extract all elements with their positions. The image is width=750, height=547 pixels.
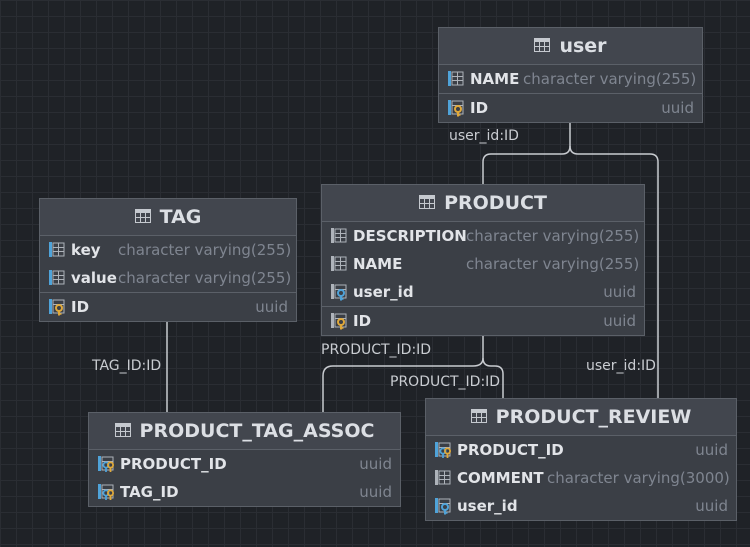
table-icon bbox=[134, 206, 151, 228]
column-type: character varying(255) bbox=[118, 269, 292, 287]
table-icon bbox=[419, 192, 436, 214]
column-row[interactable]: PRODUCT_ID uuid bbox=[89, 450, 400, 478]
table-header[interactable]: PRODUCT bbox=[322, 185, 644, 222]
column-icon bbox=[432, 469, 452, 487]
column-name: ID bbox=[470, 99, 489, 117]
connector-review-product[interactable] bbox=[482, 357, 504, 399]
connector-assoc-product[interactable] bbox=[322, 324, 489, 413]
label-assoc-product: PRODUCT_ID:ID bbox=[321, 342, 432, 358]
column-name: DESCRIPTION bbox=[353, 227, 467, 245]
table-icon bbox=[534, 35, 551, 57]
column-icon bbox=[445, 70, 465, 88]
column-row[interactable]: key character varying(255) bbox=[40, 236, 296, 264]
column-name: COMMENT bbox=[457, 469, 544, 487]
column-type: character varying(255) bbox=[466, 255, 640, 273]
column-type: character varying(3000) bbox=[547, 469, 730, 487]
table-icon bbox=[114, 420, 131, 442]
column-row[interactable]: user_id uuid bbox=[426, 492, 736, 520]
column-type: uuid bbox=[695, 497, 728, 515]
column-row[interactable]: DESCRIPTION character varying(255) bbox=[322, 222, 644, 250]
column-row[interactable]: NAME character varying(255) bbox=[322, 250, 644, 278]
column-name: PRODUCT_ID bbox=[120, 455, 227, 473]
table-title: PRODUCT_TAG_ASSOC bbox=[139, 420, 375, 442]
column-type: character varying(255) bbox=[466, 227, 640, 245]
column-row[interactable]: ID uuid bbox=[40, 292, 296, 321]
primary-foreign-key-icon bbox=[95, 483, 115, 501]
table-product-review[interactable]: PRODUCT_REVIEW PRODUCT_ID uuid COMMENT c… bbox=[425, 398, 737, 521]
foreign-key-icon bbox=[432, 497, 452, 515]
column-name: user_id bbox=[353, 283, 414, 301]
primary-key-icon bbox=[328, 312, 348, 330]
primary-foreign-key-icon bbox=[95, 455, 115, 473]
table-user[interactable]: user NAME character varying(255) ID uuid bbox=[438, 27, 703, 123]
column-type: uuid bbox=[359, 483, 392, 501]
column-row[interactable]: NAME character varying(255) bbox=[439, 65, 702, 93]
column-row[interactable]: ID uuid bbox=[439, 93, 702, 122]
column-name: ID bbox=[71, 298, 90, 316]
table-title: PRODUCT bbox=[444, 192, 547, 214]
column-icon bbox=[46, 241, 66, 259]
column-name: value bbox=[71, 269, 117, 287]
primary-key-icon bbox=[445, 99, 465, 117]
label-assoc-tag: TAG_ID:ID bbox=[92, 358, 162, 374]
column-row[interactable]: PRODUCT_ID uuid bbox=[426, 436, 736, 464]
column-icon bbox=[328, 255, 348, 273]
table-title: user bbox=[559, 35, 607, 57]
column-row[interactable]: value character varying(255) bbox=[40, 264, 296, 292]
column-name: PRODUCT_ID bbox=[457, 441, 564, 459]
column-icon bbox=[46, 269, 66, 287]
connector-review-user[interactable] bbox=[569, 145, 659, 399]
column-type: uuid bbox=[603, 283, 636, 301]
column-icon bbox=[328, 227, 348, 245]
column-row[interactable]: TAG_ID uuid bbox=[89, 478, 400, 506]
table-product[interactable]: PRODUCT DESCRIPTION character varying(25… bbox=[321, 184, 645, 336]
column-type: character varying(255) bbox=[523, 70, 697, 88]
column-name: ID bbox=[353, 312, 372, 330]
label-review-user: user_id:ID bbox=[586, 358, 656, 374]
column-name: NAME bbox=[353, 255, 403, 273]
column-type: uuid bbox=[603, 312, 636, 330]
column-type: uuid bbox=[661, 99, 694, 117]
table-header[interactable]: TAG bbox=[40, 199, 296, 236]
label-product-user: user_id:ID bbox=[449, 128, 519, 144]
primary-key-icon bbox=[46, 298, 66, 316]
column-row[interactable]: ID uuid bbox=[322, 306, 644, 335]
column-type: character varying(255) bbox=[118, 241, 292, 259]
table-header[interactable]: user bbox=[439, 28, 702, 65]
column-name: NAME bbox=[470, 70, 520, 88]
table-tag[interactable]: TAG key character varying(255) value cha… bbox=[39, 198, 297, 322]
primary-foreign-key-icon bbox=[432, 441, 452, 459]
table-product-tag-assoc[interactable]: PRODUCT_TAG_ASSOC PRODUCT_ID uuid TAG_ID… bbox=[88, 412, 401, 507]
table-header[interactable]: PRODUCT_TAG_ASSOC bbox=[89, 413, 400, 450]
table-header[interactable]: PRODUCT_REVIEW bbox=[426, 399, 736, 436]
foreign-key-icon bbox=[328, 283, 348, 301]
column-row[interactable]: user_id uuid bbox=[322, 278, 644, 306]
column-type: uuid bbox=[695, 441, 728, 459]
connector-product-user[interactable] bbox=[482, 110, 576, 186]
table-icon bbox=[470, 406, 487, 428]
column-type: uuid bbox=[359, 455, 392, 473]
column-name: user_id bbox=[457, 497, 518, 515]
label-review-product: PRODUCT_ID:ID bbox=[390, 374, 501, 390]
column-name: TAG_ID bbox=[120, 483, 179, 501]
column-name: key bbox=[71, 241, 101, 259]
table-title: TAG bbox=[159, 206, 202, 228]
column-type: uuid bbox=[255, 298, 288, 316]
table-title: PRODUCT_REVIEW bbox=[495, 406, 692, 428]
column-row[interactable]: COMMENT character varying(3000) bbox=[426, 464, 736, 492]
